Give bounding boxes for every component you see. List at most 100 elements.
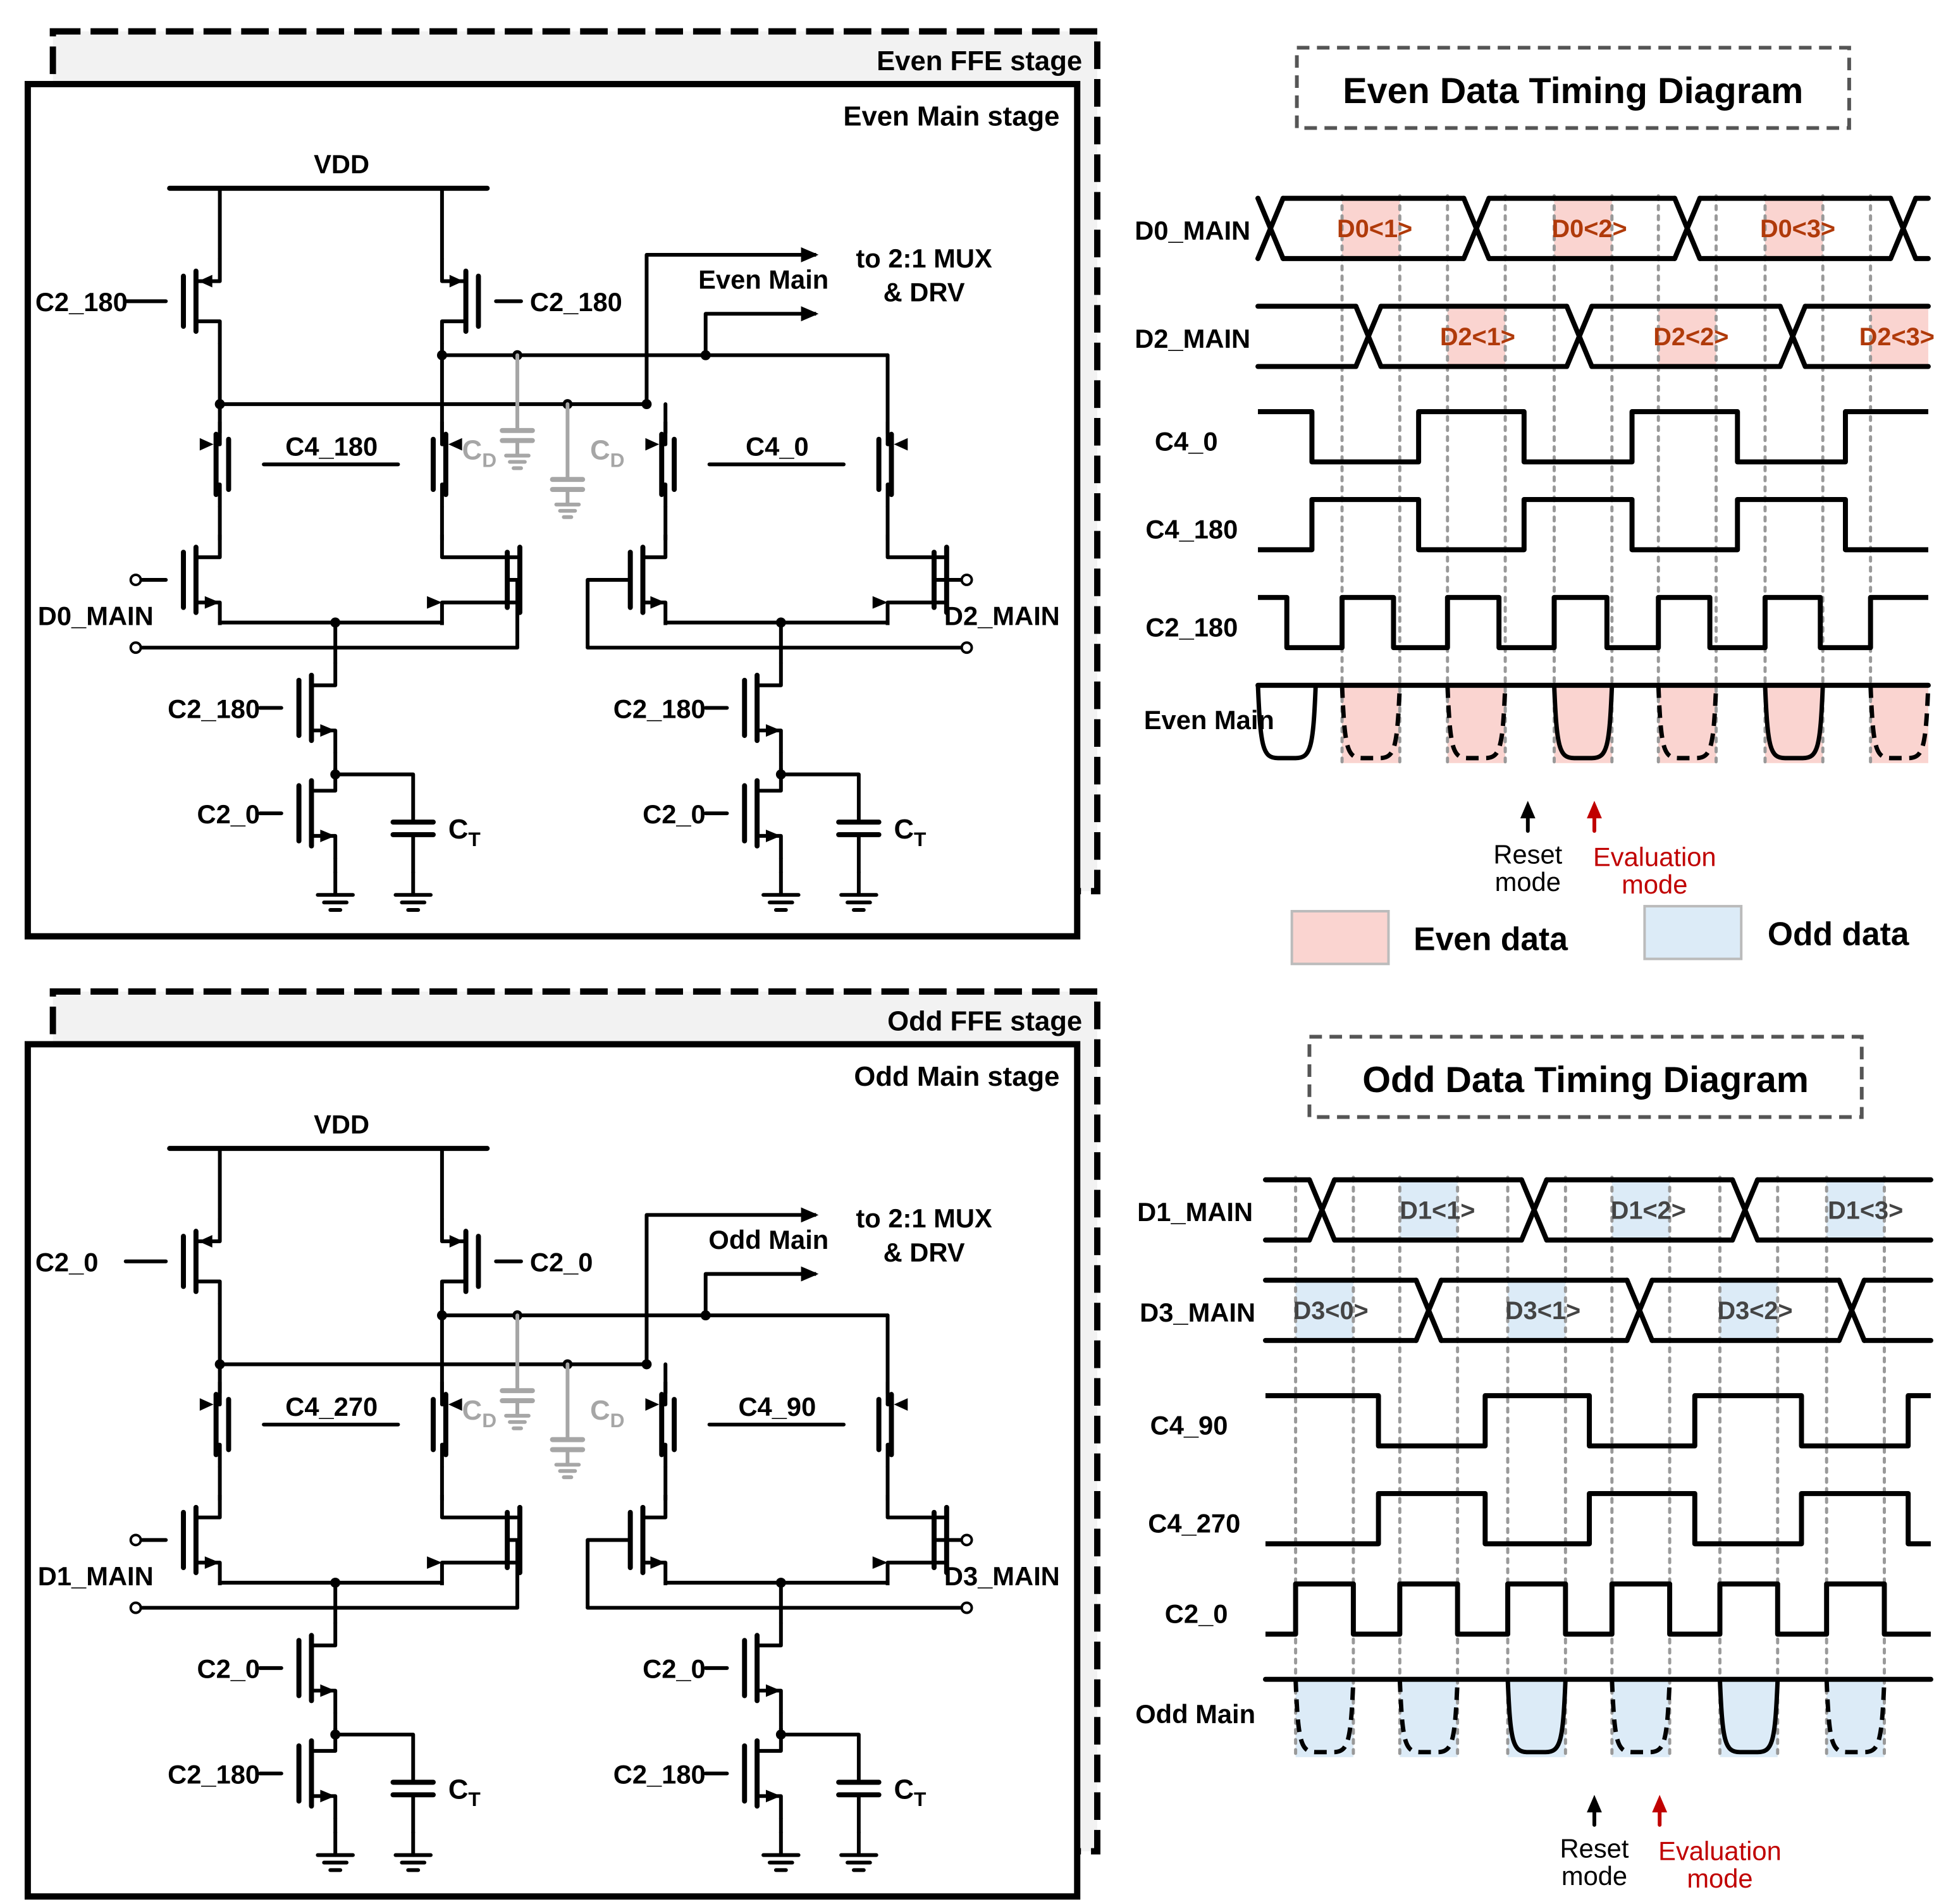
switch-pmos-2-arrow bbox=[448, 1398, 462, 1411]
terminal-node bbox=[960, 1533, 973, 1547]
switch-gate-label: C4_270 bbox=[285, 1392, 378, 1422]
in-nmos-3-drain bbox=[643, 534, 668, 560]
switch-pmos-3-arrow bbox=[645, 438, 660, 451]
in-nmos-1-drain bbox=[195, 1494, 222, 1520]
tail-nmos-left-upper-arrow bbox=[320, 1684, 336, 1697]
timing-title: Even Data Timing Diagram bbox=[1343, 71, 1803, 111]
clock-waveform bbox=[1258, 409, 1928, 465]
switch-pmos-3-source bbox=[662, 1382, 668, 1407]
signal-label: C4_0 bbox=[1155, 427, 1218, 457]
data-label: D1<3> bbox=[1828, 1196, 1903, 1224]
tail-nmos-right-upper-arrow bbox=[766, 724, 781, 737]
junction-dot bbox=[641, 399, 652, 410]
evaluation-arrow-head bbox=[1587, 801, 1602, 819]
gate-wire bbox=[507, 578, 519, 648]
in-nmos-4-drain bbox=[885, 1494, 947, 1520]
tail-nmos-left-lower-drain bbox=[311, 768, 338, 793]
input-left-label: D1_MAIN bbox=[38, 1561, 154, 1591]
tail-nmos-left-lower-drain bbox=[311, 1728, 338, 1753]
pmos-right-gate-label: C2_0 bbox=[530, 1248, 593, 1277]
switch-pmos-4-drain bbox=[885, 1442, 892, 1468]
output-arrow bbox=[801, 1207, 819, 1223]
tail-lower-label: C2_0 bbox=[197, 799, 260, 829]
bus-waveform bbox=[1353, 304, 1384, 369]
tail-upper-label: C2_0 bbox=[643, 1654, 706, 1684]
output-arrow bbox=[801, 1266, 819, 1282]
vdd-label: VDD bbox=[314, 1109, 369, 1139]
evaluation-arrow-head bbox=[1652, 1795, 1668, 1813]
data-shade bbox=[1400, 1177, 1458, 1242]
switch-pmos-2-source bbox=[440, 421, 446, 446]
main-stage-label: Odd Main stage bbox=[854, 1061, 1059, 1092]
in-nmos-2-drain bbox=[440, 1494, 520, 1520]
evaluation-mode-label: Evaluation bbox=[1593, 842, 1716, 872]
tail-nmos-right-lower-arrow bbox=[766, 1790, 781, 1803]
input-right-label: D3_MAIN bbox=[944, 1561, 1060, 1591]
pmos-left-drain bbox=[195, 319, 222, 344]
ct-label: CT bbox=[894, 1774, 927, 1810]
bus-waveform bbox=[1518, 1177, 1549, 1243]
clock-waveform bbox=[1258, 496, 1928, 553]
ct-label: CT bbox=[448, 1774, 481, 1810]
signal-label: C2_180 bbox=[1145, 612, 1238, 642]
ct-label-letter: C bbox=[894, 814, 914, 845]
ffe-stage-label: Even FFE stage bbox=[877, 46, 1082, 77]
tail-nmos-left-upper-drain bbox=[311, 662, 338, 687]
main-shade bbox=[1658, 682, 1716, 763]
switch-pmos-2-drain bbox=[440, 1442, 446, 1468]
data-shade bbox=[1658, 304, 1716, 368]
cd-label-right: CD bbox=[590, 434, 624, 471]
main-shade bbox=[1342, 682, 1400, 763]
in-nmos-2-arrow bbox=[427, 596, 442, 609]
tail-upper-label: C2_180 bbox=[613, 694, 706, 723]
reset-mode-label: Reset bbox=[1560, 1834, 1629, 1864]
in-nmos-4-arrow bbox=[872, 1556, 888, 1569]
output-label: Even Main bbox=[698, 265, 828, 295]
signal-label: C4_90 bbox=[1150, 1411, 1228, 1440]
data-label: D1<2> bbox=[1611, 1196, 1686, 1224]
signal-label: C4_180 bbox=[1145, 514, 1238, 544]
switch-gate-label: C4_180 bbox=[285, 431, 378, 461]
bus-waveform bbox=[1624, 1277, 1655, 1343]
data-shade bbox=[1295, 1277, 1353, 1342]
switch-pmos-1-drain bbox=[216, 1442, 222, 1468]
tail-nmos-left-upper-drain bbox=[311, 1623, 338, 1648]
main-shade bbox=[1508, 1676, 1566, 1757]
cd-label-left-sub: D bbox=[482, 1409, 496, 1432]
tail-nmos-right-lower-drain bbox=[757, 768, 783, 793]
vdd-label: VDD bbox=[314, 149, 369, 179]
clock-waveform bbox=[1265, 1393, 1931, 1449]
destination-label: to 2:1 MUX bbox=[856, 1203, 992, 1233]
in-nmos-4-drain bbox=[885, 534, 947, 560]
data-shade bbox=[1447, 304, 1506, 368]
tail-nmos-right-upper-drain bbox=[757, 1623, 783, 1648]
data-shade bbox=[1720, 1277, 1778, 1342]
bus-waveform bbox=[1461, 195, 1492, 261]
legend-odd-swatch bbox=[1643, 905, 1743, 961]
main-shade bbox=[1826, 1676, 1885, 1757]
main-evaluation-dip bbox=[1505, 1679, 1568, 1755]
data-shade bbox=[1508, 1277, 1566, 1342]
gate-wire bbox=[507, 1538, 519, 1608]
in-nmos-1-drain bbox=[195, 534, 222, 560]
main-evaluation-dip bbox=[1656, 685, 1718, 761]
ct-label-sub: T bbox=[914, 1788, 927, 1810]
output-arrow bbox=[801, 306, 819, 322]
main-shade bbox=[1295, 1676, 1353, 1757]
destination-label: & DRV bbox=[884, 277, 965, 307]
signal-label: D0_MAIN bbox=[1135, 216, 1250, 245]
switch-pmos-2-arrow bbox=[448, 438, 462, 451]
main-shade bbox=[1554, 682, 1612, 763]
legend-odd-label: Odd data bbox=[1768, 916, 1910, 952]
signal-label: C2_0 bbox=[1165, 1599, 1228, 1628]
tail-nmos-right-upper-arrow bbox=[766, 1684, 781, 1697]
switch-pmos-1-arrow bbox=[199, 1398, 214, 1411]
data-shade bbox=[1342, 195, 1400, 260]
tail-lower-label: C2_0 bbox=[643, 799, 706, 829]
terminal-node bbox=[129, 641, 142, 654]
cd-label-left-sub: D bbox=[482, 448, 496, 471]
tail-wire bbox=[780, 1733, 861, 1783]
signal-label: D1_MAIN bbox=[1137, 1197, 1253, 1227]
switch-pmos-4-arrow bbox=[894, 438, 908, 451]
clock-waveform bbox=[1265, 1490, 1931, 1547]
